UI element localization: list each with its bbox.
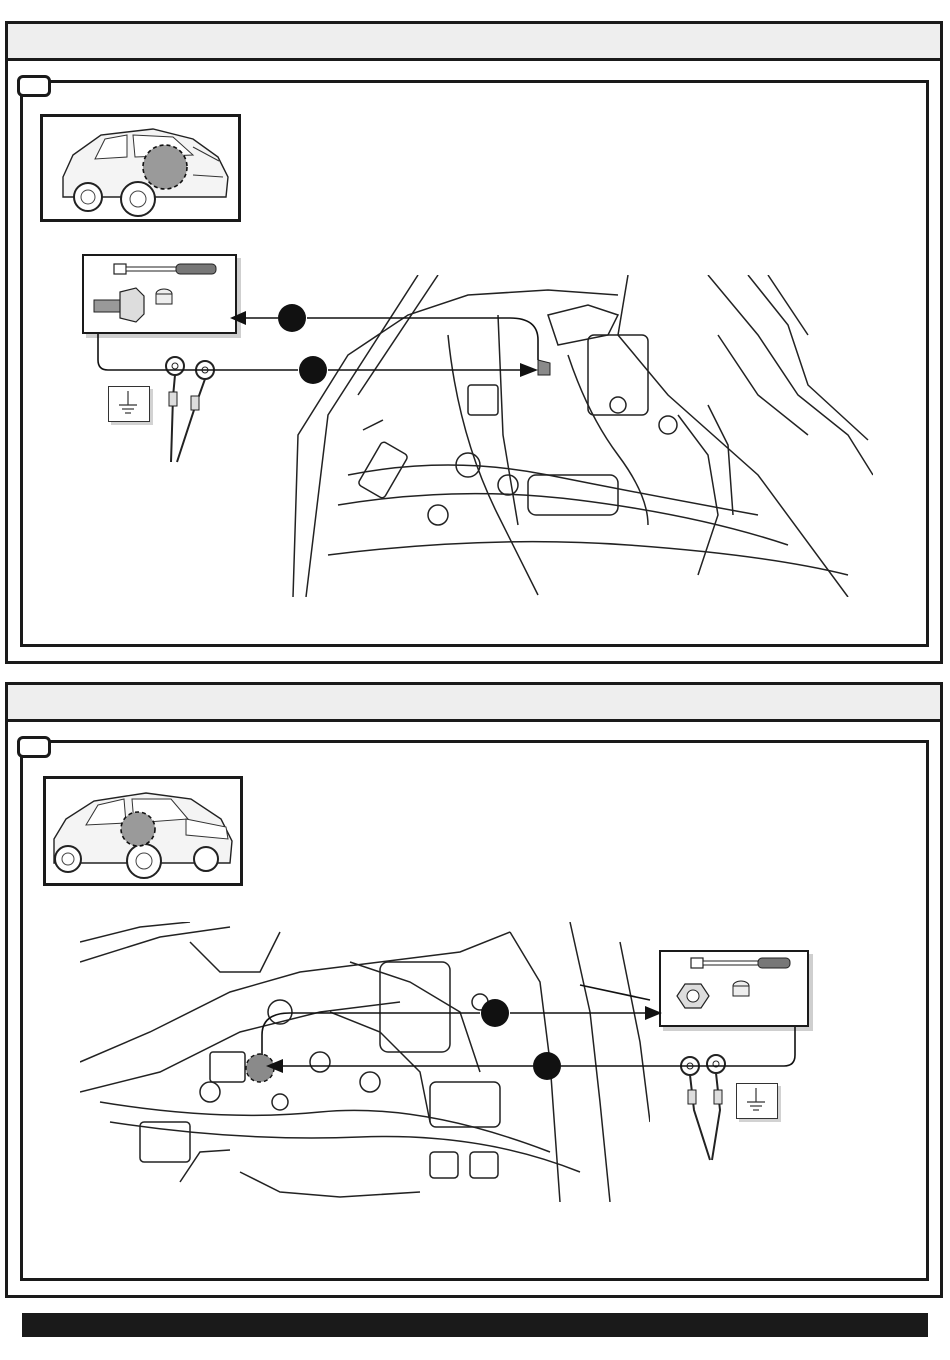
section-header-1 bbox=[8, 24, 940, 61]
fastener-kit-1 bbox=[82, 254, 237, 334]
footer-text bbox=[22, 1313, 928, 1323]
section-title-1 bbox=[8, 24, 940, 40]
vehicle-thumbnail-2 bbox=[43, 776, 243, 886]
ring-terminals-1 bbox=[155, 352, 235, 467]
footer-bar bbox=[22, 1313, 928, 1337]
ground-point-highlight-2 bbox=[246, 1054, 274, 1082]
ratchet-wrench-icon bbox=[114, 264, 216, 274]
crossover-car-icon bbox=[46, 779, 240, 883]
step-tab-2 bbox=[17, 736, 51, 758]
vehicle-thumbnail-1 bbox=[40, 114, 241, 222]
step-tab-1 bbox=[17, 75, 51, 97]
section-title-2 bbox=[8, 685, 940, 701]
socket-icon bbox=[156, 289, 172, 304]
ratchet-wrench-icon bbox=[691, 958, 790, 968]
wheel-arch-scene-2 bbox=[80, 922, 650, 1202]
ground-symbol-box-1 bbox=[108, 386, 150, 422]
socket-icon bbox=[733, 981, 749, 996]
section-header-2 bbox=[8, 685, 940, 722]
flange-bolt-icon bbox=[94, 288, 144, 322]
ground-location-marker-2 bbox=[121, 812, 155, 846]
ground-icon bbox=[737, 1084, 776, 1117]
ground-point-highlight-1 bbox=[538, 360, 550, 375]
hex-nut-icon bbox=[677, 984, 709, 1008]
ground-symbol-box-2 bbox=[736, 1083, 778, 1119]
ground-location-marker-1 bbox=[143, 145, 187, 189]
wheel-arch-scene-1 bbox=[288, 275, 873, 597]
ground-icon bbox=[109, 387, 148, 420]
fastener-kit-2 bbox=[659, 950, 809, 1027]
hatchback-car-icon bbox=[43, 117, 238, 219]
